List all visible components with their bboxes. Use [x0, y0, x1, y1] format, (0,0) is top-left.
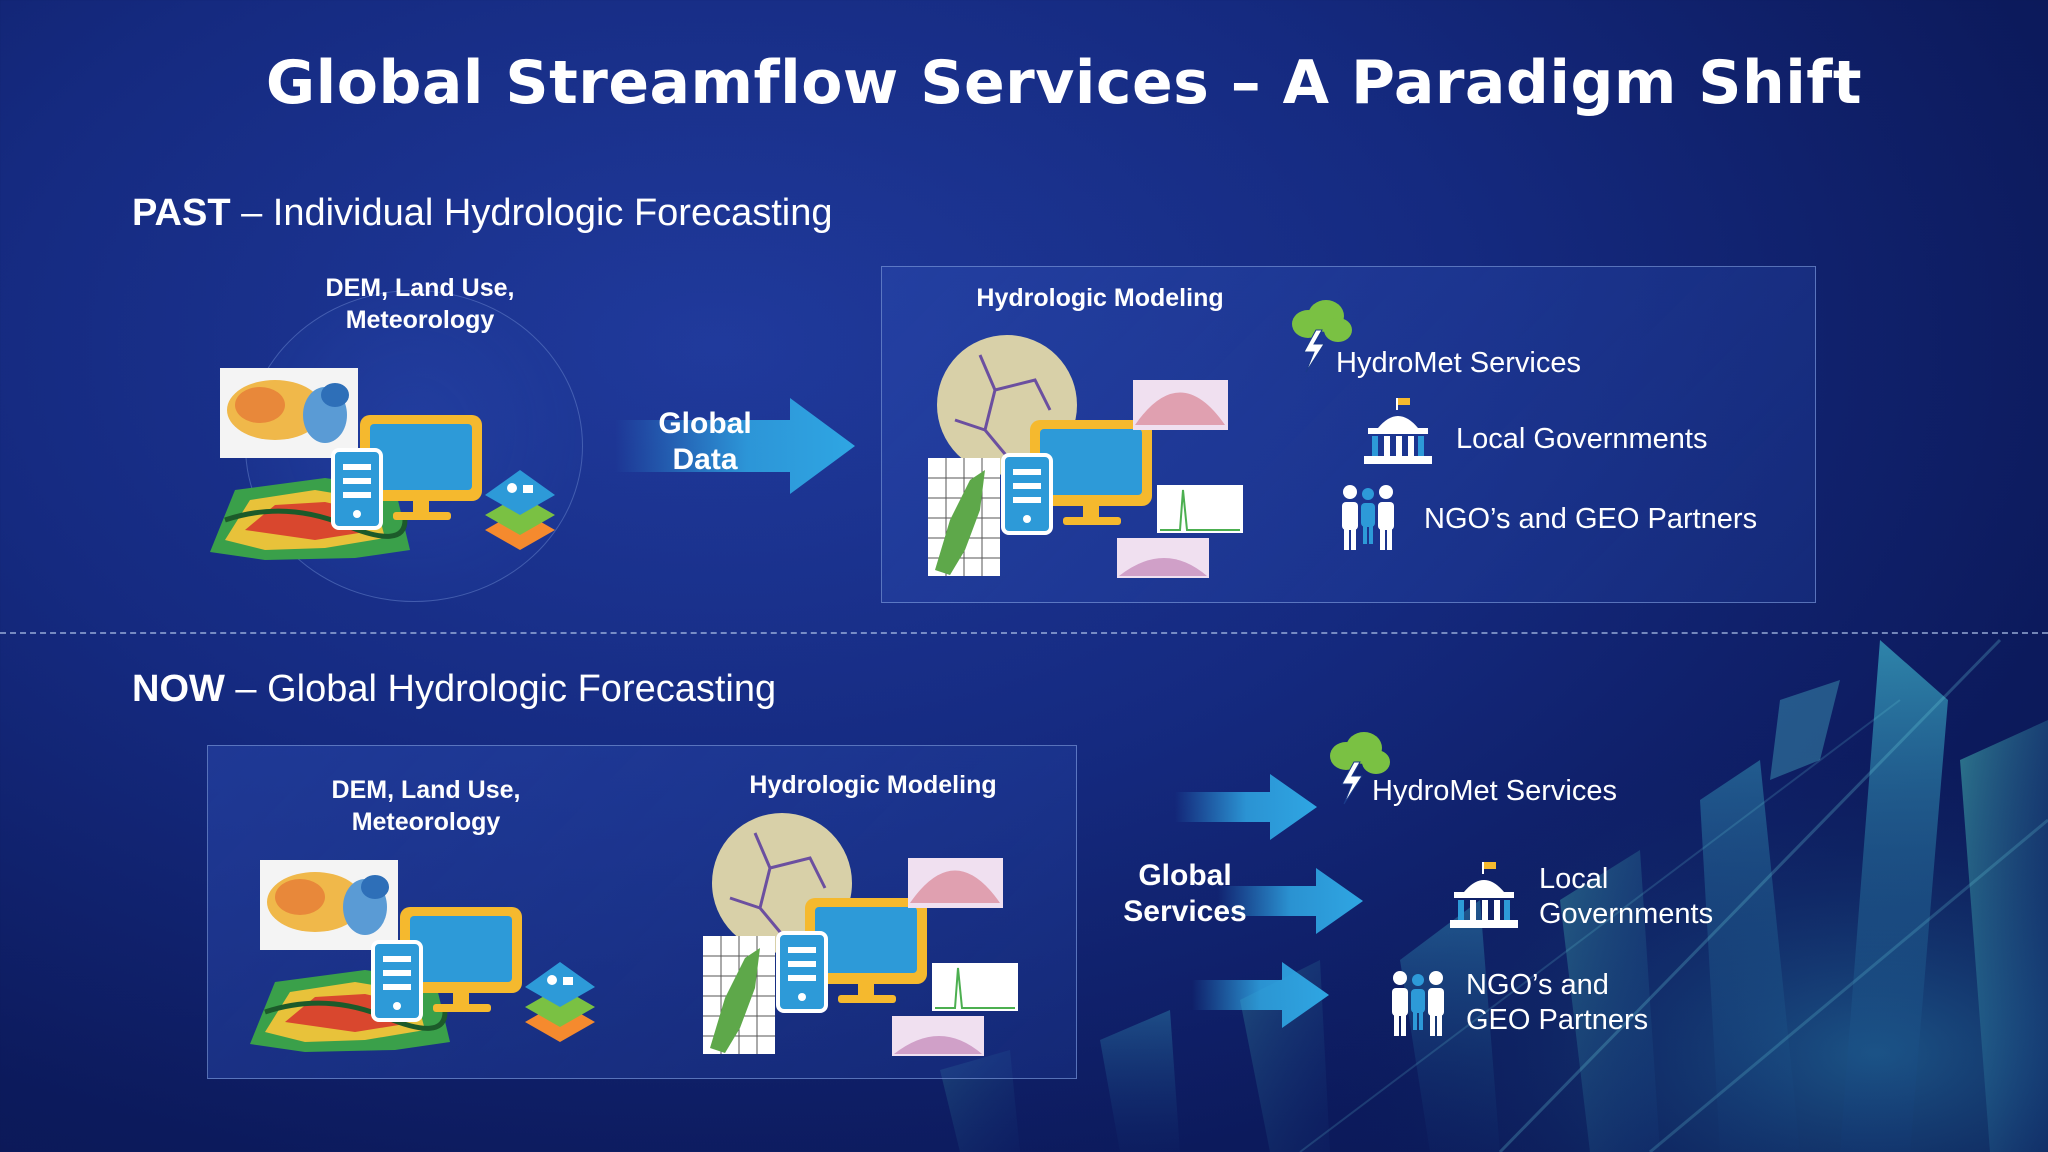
now-modeling-label: Hydrologic Modeling [749, 771, 997, 799]
computer-server-icon [331, 415, 482, 530]
past-modeling-graphic [928, 335, 1243, 578]
terrain-dem-image [250, 970, 450, 1052]
past-service-ngo-geo: NGO’s and GEO Partners [1424, 503, 1758, 535]
section-divider [0, 632, 2048, 634]
now-data-inputs-graphic [250, 860, 595, 1052]
now-arrow-middle [1218, 868, 1363, 934]
weather-map-image [260, 860, 398, 950]
now-arrow-top [1175, 774, 1317, 840]
government-building-icon [1364, 398, 1432, 464]
global-data-arrow [615, 398, 855, 494]
now-service-local-governments: Local Governments [1539, 863, 1714, 930]
past-section-heading: PAST – Individual Hydrologic Forecasting [132, 192, 833, 235]
past-heading-bold: PAST [132, 192, 231, 234]
partners-people-icon [1342, 485, 1394, 550]
partners-people-icon [1392, 971, 1444, 1036]
now-arrow-bottom [1192, 962, 1329, 1028]
past-modeling-label: Hydrologic Modeling [976, 284, 1224, 312]
now-service-hydromet: HydroMet Services [1372, 775, 1617, 807]
global-services-label: Global Services [1123, 859, 1247, 928]
now-service-ngo-geo: NGO’s and GEO Partners [1466, 969, 1649, 1036]
computer-server-icon [776, 898, 927, 1013]
government-building-icon [1450, 862, 1518, 928]
layers-icon [485, 470, 555, 550]
layers-icon [525, 962, 595, 1042]
now-inputs-label: DEM, Land Use, Meteorology [331, 776, 521, 836]
past-inputs-label: DEM, Land Use, Meteorology [325, 274, 515, 334]
page-title: Global Streamflow Services – A Paradigm … [265, 48, 1863, 118]
grid-basin-image [928, 458, 1000, 576]
now-section-heading: NOW – Global Hydrologic Forecasting [132, 668, 776, 711]
global-data-label: Global Data [658, 407, 752, 476]
past-service-hydromet: HydroMet Services [1336, 347, 1581, 379]
now-heading-rest: – Global Hydrologic Forecasting [224, 668, 777, 710]
computer-server-icon [1001, 420, 1152, 535]
hydromet-storm-icon [1330, 732, 1390, 805]
now-modeling-graphic [703, 813, 1018, 1056]
hydrograph-images [1117, 380, 1243, 578]
hydrograph-images [892, 858, 1018, 1056]
now-heading-bold: NOW [132, 668, 225, 710]
past-data-inputs-graphic [210, 368, 555, 560]
past-heading-rest: – Individual Hydrologic Forecasting [230, 192, 833, 234]
weather-map-image [220, 368, 358, 458]
past-service-local-governments: Local Governments [1456, 423, 1708, 455]
hydromet-storm-icon [1292, 300, 1352, 373]
grid-basin-image [703, 936, 775, 1054]
computer-server-icon [371, 907, 522, 1022]
